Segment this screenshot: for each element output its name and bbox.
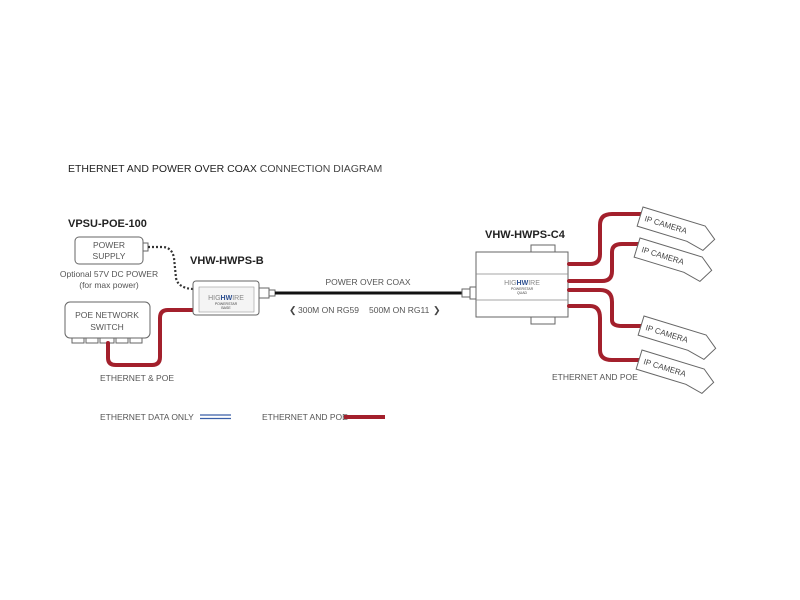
- base-sub: POWERSTAR: [215, 302, 238, 306]
- legend-poe-label: ETHERNET AND POE: [262, 412, 348, 422]
- power-note-2: (for max power): [79, 280, 139, 290]
- base-coax-tip: [268, 289, 276, 297]
- quad-unit: [475, 251, 569, 318]
- switch-ports: [71, 337, 143, 344]
- ip-camera-1: IP CAMERA: [636, 206, 716, 252]
- coax-range-rg11: 500M ON RG11: [369, 305, 430, 315]
- dc-power-cable: [148, 245, 194, 291]
- legend-data-only-label: ETHERNET DATA ONLY: [100, 412, 194, 422]
- power-supply-connector: [142, 242, 149, 252]
- ip-camera-4: IP CAMERA: [635, 349, 715, 395]
- power-supply-model: VPSU-POE-100: [68, 218, 147, 230]
- quad-sub: POWERSTAR: [511, 287, 534, 291]
- diagram-title: ETHERNET AND POWER OVER COAX CONNECTION …: [68, 163, 382, 175]
- poe-switch-box: [64, 301, 151, 339]
- power-supply-label: POWER: [93, 240, 125, 250]
- base-sub-2: BASE: [221, 306, 231, 310]
- quad-model: VHW-HWPS-C4: [485, 229, 566, 241]
- quad-coax-connector: [461, 288, 471, 298]
- camera-cable-2: [567, 242, 644, 283]
- switch-label-2: SWITCH: [90, 322, 124, 332]
- ip-camera-3: IP CAMERA: [637, 315, 717, 361]
- coax-range-rg59: 300M ON RG59: [298, 305, 359, 315]
- range-right-chevron: ❯: [433, 305, 441, 316]
- coax-label: POWER OVER COAX: [325, 277, 410, 287]
- power-note: Optional 57V DC POWER: [60, 269, 158, 279]
- range-left-chevron: ❮: [289, 305, 297, 316]
- base-coax-connector: [258, 287, 270, 299]
- power-supply-label-2: SUPPLY: [93, 251, 126, 261]
- base-brand-logo: HIGHWIRE: [208, 295, 244, 302]
- switch-to-base-cable: [106, 308, 195, 367]
- switch-cable-label: ETHERNET & POE: [100, 373, 174, 383]
- quad-brand-logo: HIGHWIRE: [504, 280, 540, 287]
- base-panel: [198, 286, 255, 313]
- camera-cable-4: [567, 304, 645, 362]
- legend-data-only-swatch: [200, 414, 231, 420]
- quad-sub-2: QUAD: [517, 291, 528, 295]
- switch-label: POE NETWORK: [75, 310, 139, 320]
- camera-cable-1: [567, 212, 647, 266]
- quad-cable-label: ETHERNET AND POE: [552, 372, 638, 382]
- camera-cable-3: [567, 288, 647, 328]
- base-model: VHW-HWPS-B: [190, 255, 264, 267]
- ip-camera-2: IP CAMERA: [633, 237, 713, 283]
